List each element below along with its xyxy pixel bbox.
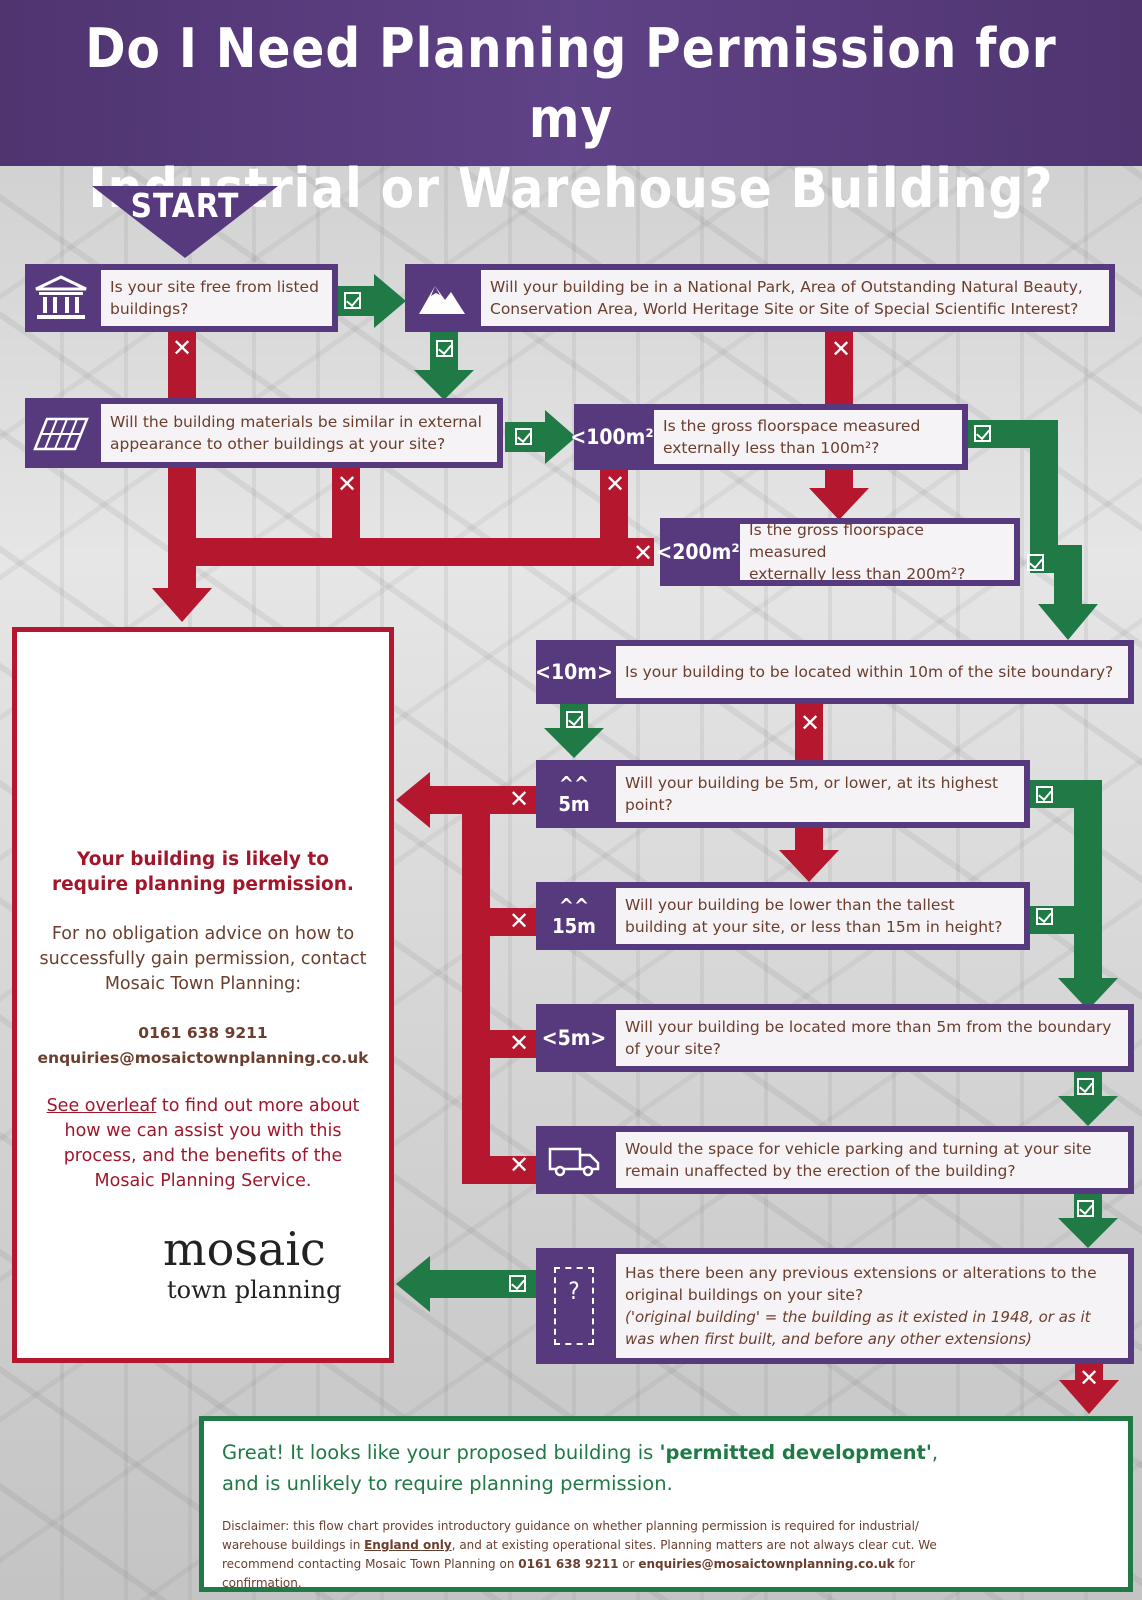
message-part: Great! It looks like your proposed build… <box>222 1441 660 1464</box>
disclaimer-email[interactable]: enquiries@mosaictownplanning.co.uk <box>638 1557 895 1571</box>
yes-check-icon <box>1036 786 1053 803</box>
badge-line-3: REQUIRED <box>147 757 261 782</box>
question-within-10m: <10m> Is your building to be located wit… <box>535 640 1134 704</box>
yes-check-icon <box>436 340 453 357</box>
contact-email[interactable]: enquiries@mosaictownplanning.co.uk <box>37 1049 369 1067</box>
title-line-1: Do I Need Planning Permission for my <box>85 17 1057 150</box>
permission-required-message: Your building is likely to require plann… <box>52 849 354 895</box>
question-building-materials: Will the building materials be similar i… <box>25 398 503 468</box>
yes-check-icon <box>515 428 532 445</box>
mosaic-logo-word: mosaic <box>163 1222 326 1276</box>
permitted-development-message: Great! It looks like your proposed build… <box>222 1437 962 1499</box>
question-text-main: Has there been any previous extensions o… <box>625 1264 1097 1304</box>
overleaf-rest: to find out more about how we can assist… <box>63 1096 360 1191</box>
start-label: START <box>130 186 240 225</box>
question-height-15m: ^^ 15m Will your building be lower than … <box>536 882 1030 950</box>
no-cross-icon: ✕ <box>830 335 852 363</box>
disclaimer-part: for confirmation. <box>222 1557 915 1590</box>
height-5m-icon: ^^ 5m <box>536 760 612 828</box>
message-part: and is unlikely to require planning perm… <box>222 1472 673 1495</box>
question-text: Will the building materials be similar i… <box>101 404 497 462</box>
disclaimer-part: Disclaimer: this flow chart provides int… <box>222 1519 919 1552</box>
question-height-5m: ^^ 5m Will your building be 5m, or lower… <box>536 760 1030 828</box>
yes-check-icon <box>344 292 361 309</box>
height-arrows: ^^ <box>558 894 590 918</box>
question-floorspace-200: <200m² Is the gross floorspace measured … <box>656 518 1020 586</box>
no-cross-icon: ✕ <box>171 334 193 362</box>
yes-check-icon <box>509 1275 526 1292</box>
contact-phone[interactable]: 0161 638 9211 <box>138 1024 268 1042</box>
advice-text: For no obligation advice on how to succe… <box>39 924 367 994</box>
height-arrows: ^^ <box>558 772 590 796</box>
question-text-line: externally less than 100m²? <box>663 439 880 457</box>
question-text: Is the gross floorspace measured externa… <box>740 521 1014 583</box>
question-national-park: Will your building be in a National Park… <box>405 264 1115 332</box>
listed-building-icon <box>25 264 97 332</box>
question-text: Will your building be in a National Park… <box>481 270 1109 326</box>
badge-text-layer: PLANNING PERMISSION REQUIRED <box>135 689 274 782</box>
floorspace-100-icon: <100m² <box>570 425 654 449</box>
question-text: Is your building to be located within 10… <box>616 646 1128 698</box>
yes-check-icon <box>566 711 583 728</box>
badge-line-2: PERMISSION <box>135 723 274 748</box>
no-cross-icon: ✕ <box>1078 1364 1100 1392</box>
no-cross-icon: ✕ <box>508 1029 530 1057</box>
question-text-note: ('original building' = the building as i… <box>625 1308 1091 1348</box>
no-cross-icon: ✕ <box>508 907 530 935</box>
question-mark-icon: ? <box>536 1248 612 1364</box>
question-boundary-5m: <5m> Will your building be located more … <box>536 1004 1134 1072</box>
question-previous-extensions: ? Has there been any previous extensions… <box>536 1248 1134 1364</box>
national-park-mountain-icon <box>405 264 477 332</box>
message-part: , <box>931 1441 939 1464</box>
message-emphasis: 'permitted development' <box>659 1441 932 1464</box>
question-text: Would the space for vehicle parking and … <box>616 1132 1128 1188</box>
boundary-5m-icon: <5m> <box>541 1026 607 1050</box>
height-15m-icon: ^^ 15m <box>536 882 612 950</box>
height-value: 15m <box>552 914 596 938</box>
badge-line-1: PLANNING <box>146 689 262 714</box>
yes-check-icon <box>1077 1078 1094 1095</box>
question-text-line: externally less than 200m²? <box>749 565 966 583</box>
question-text: Will your building be located more than … <box>616 1010 1128 1066</box>
no-cross-icon: ✕ <box>336 470 358 498</box>
yes-check-icon <box>1027 554 1044 571</box>
mosaic-logo-subtitle: town planning <box>167 1276 342 1304</box>
disclaimer-phone[interactable]: 0161 638 9211 <box>518 1557 619 1571</box>
question-text: Will your building be 5m, or lower, at i… <box>616 766 1024 822</box>
disclaimer: Disclaimer: this flow chart provides int… <box>222 1517 962 1593</box>
question-text: Is your site free from listed buildings? <box>101 270 332 326</box>
yes-check-icon <box>1077 1200 1094 1217</box>
see-overleaf-link[interactable]: See overleaf <box>46 1096 157 1116</box>
yes-check-icon <box>974 425 991 442</box>
disclaimer-part: or <box>618 1557 639 1571</box>
yes-check-icon <box>1036 908 1053 925</box>
truck-icon <box>536 1126 612 1194</box>
question-floorspace-100: <100m² Is the gross floorspace measured … <box>570 404 968 470</box>
permitted-development-panel: Great! It looks like your proposed build… <box>199 1416 1133 1592</box>
no-cross-icon: ✕ <box>508 785 530 813</box>
boundary-10m-icon: <10m> <box>535 660 613 684</box>
disclaimer-part: , and at existing operational sites. Pla… <box>222 1538 937 1571</box>
floorspace-200-icon: <200m² <box>656 540 740 564</box>
no-cross-icon: ✕ <box>508 1151 530 1179</box>
england-only-link: England only <box>364 1538 452 1552</box>
question-text: Is the gross floorspace measured externa… <box>654 410 962 464</box>
question-text: Has there been any previous extensions o… <box>616 1254 1128 1358</box>
building-materials-icon <box>25 398 97 468</box>
dashed-box: ? <box>554 1267 594 1345</box>
permission-required-panel: PLANNING PERMISSION REQUIRED Your buildi… <box>12 627 394 1363</box>
question-listed-buildings: Is your site free from listed buildings? <box>25 264 338 332</box>
question-vehicle-parking: Would the space for vehicle parking and … <box>536 1126 1134 1194</box>
no-cross-icon: ✕ <box>604 470 626 498</box>
no-cross-icon: ✕ <box>799 709 821 737</box>
question-text: Will your building be lower than the tal… <box>616 888 1024 944</box>
no-cross-icon: ✕ <box>632 539 654 567</box>
height-value: 5m <box>558 792 590 816</box>
overleaf-text: See overleaf to find out more about how … <box>37 1094 369 1194</box>
start-arrow <box>92 186 278 258</box>
question-text-line: Is the gross floorspace measured <box>663 417 921 435</box>
question-text-line: Is the gross floorspace measured <box>749 521 924 561</box>
